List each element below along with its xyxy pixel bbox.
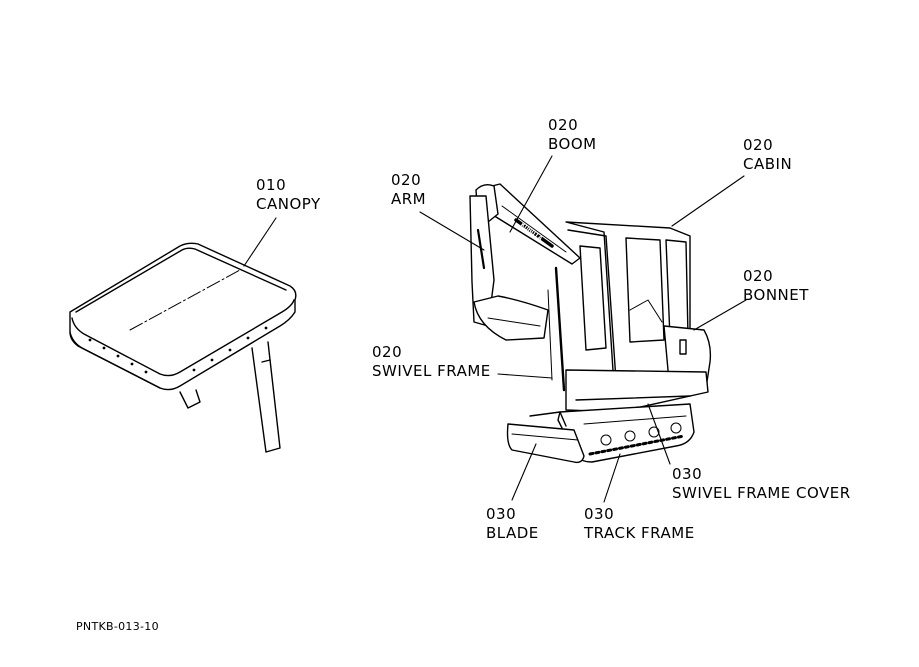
leader-canopy bbox=[243, 217, 277, 267]
callout-name: TRACK FRAME bbox=[584, 524, 695, 542]
leader-swivel-frame bbox=[497, 373, 553, 379]
callout-number: 010 bbox=[256, 176, 287, 194]
callout-bonnet: 020 BONNET bbox=[743, 267, 809, 305]
leader-cabin bbox=[671, 175, 745, 227]
callout-number: 020 bbox=[391, 171, 422, 189]
callout-track-frame: 030 TRACK FRAME bbox=[584, 505, 695, 543]
callout-name: ARM bbox=[391, 190, 427, 208]
leader-arm bbox=[419, 211, 485, 251]
leader-track-frame bbox=[603, 453, 621, 503]
callout-number: 030 bbox=[584, 505, 615, 523]
drawing-code: PNTKB-013-10 bbox=[76, 620, 159, 633]
canopy-illustration bbox=[69, 242, 297, 453]
callout-name: BLADE bbox=[486, 524, 539, 542]
callout-name: BOOM bbox=[548, 135, 597, 153]
callout-name: CABIN bbox=[743, 155, 793, 173]
callout-name: SWIVEL FRAME bbox=[372, 362, 491, 380]
callout-number: 020 bbox=[548, 116, 579, 134]
callout-number: 020 bbox=[372, 343, 403, 361]
callout-number: 020 bbox=[743, 267, 774, 285]
callout-boom: 020 BOOM bbox=[548, 116, 597, 154]
callout-name: CANOPY bbox=[256, 195, 321, 213]
callout-swivel-frame: 020 SWIVEL FRAME bbox=[372, 343, 491, 381]
callout-name: BONNET bbox=[743, 286, 809, 304]
callout-name: SWIVEL FRAME COVER bbox=[672, 484, 851, 502]
leader-bonnet bbox=[693, 299, 747, 331]
leader-swivel-frame-cover bbox=[647, 403, 671, 465]
callout-number: 030 bbox=[486, 505, 517, 523]
callout-swivel-frame-cover: 030 SWIVEL FRAME COVER bbox=[672, 465, 851, 503]
callout-canopy: 010 CANOPY bbox=[256, 176, 321, 214]
callout-number: 030 bbox=[672, 465, 703, 483]
leader-lines bbox=[243, 155, 747, 503]
callout-arm: 020 ARM bbox=[391, 171, 426, 209]
excavator-illustration bbox=[469, 183, 712, 464]
callout-cabin: 020 CABIN bbox=[743, 136, 792, 174]
leader-blade bbox=[511, 443, 537, 501]
callout-blade: 030 BLADE bbox=[486, 505, 539, 543]
leader-boom bbox=[509, 155, 553, 233]
callout-number: 020 bbox=[743, 136, 774, 154]
